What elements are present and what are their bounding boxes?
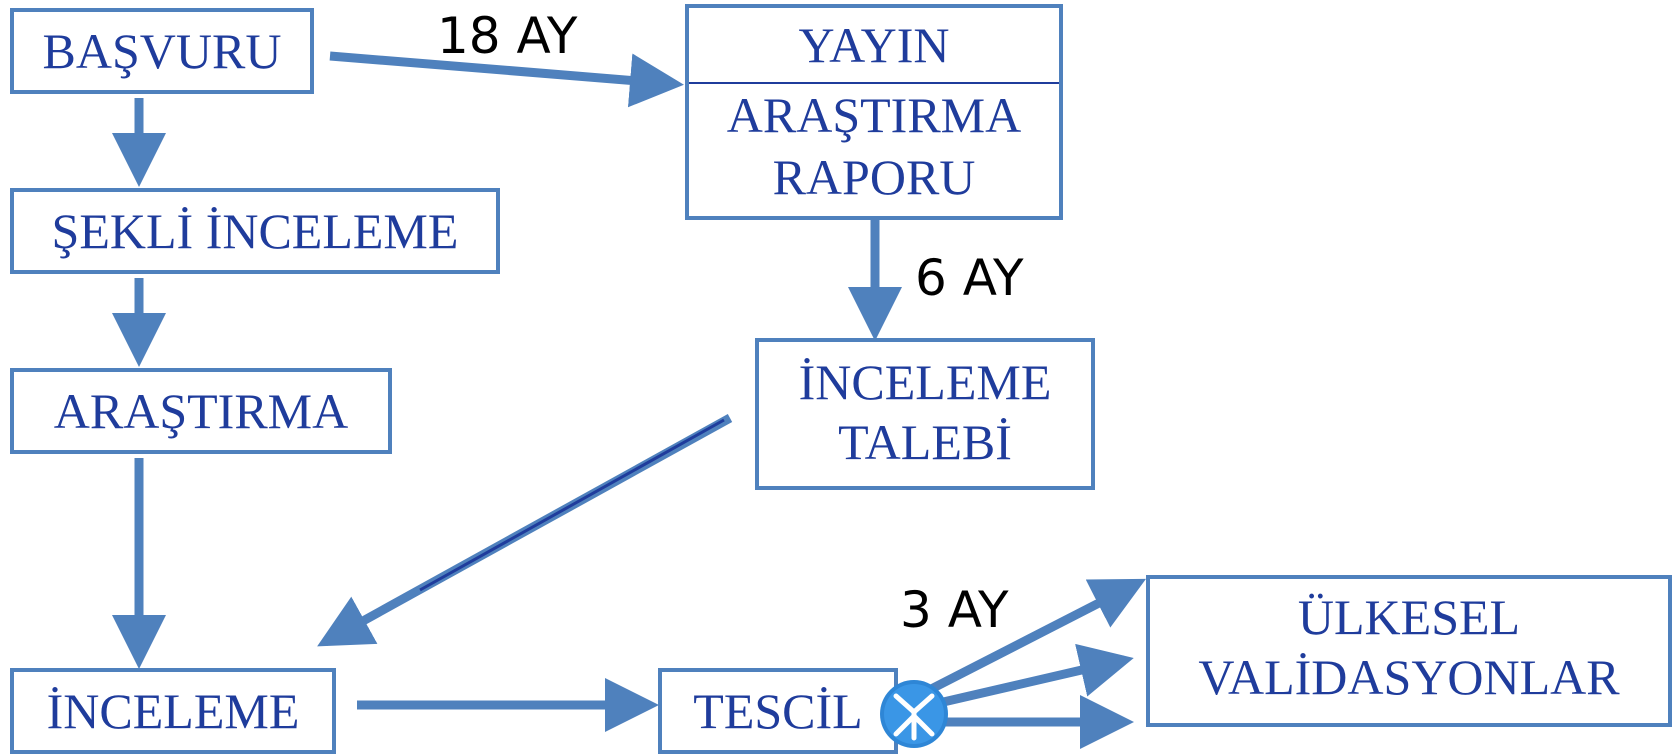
arastirma-box: ARAŞTIRMA — [10, 368, 392, 454]
inceleme-label: İNCELEME — [46, 683, 300, 739]
sekli-inceleme-box: ŞEKLİ İNCELEME — [10, 188, 500, 274]
arrow-tescil-to-validasyon-upper — [897, 578, 1147, 710]
arrow-basvuru-to-yayin — [329, 51, 684, 108]
sekli-inceleme-label: ŞEKLİ İNCELEME — [51, 203, 459, 259]
ulkesel-label: ÜLKESEL — [1297, 589, 1521, 645]
basvuru-box: BAŞVURU — [10, 8, 314, 94]
tescil-label: TESCİL — [693, 683, 863, 739]
network-hub-icon — [880, 680, 948, 748]
duration-18-ay: 18 AY — [437, 7, 578, 65]
inceleme-talebi-label-1: İNCELEME — [798, 354, 1052, 410]
ulkesel-validasyonlar-box: ÜLKESEL VALİDASYONLAR — [1146, 575, 1672, 727]
arrow-talep-to-inceleme-inner — [419, 418, 725, 592]
arastirma-raporu-label-2: RAPORU — [772, 149, 976, 205]
duration-6-ay: 6 AY — [915, 249, 1024, 307]
validasyonlar-label: VALİDASYONLAR — [1198, 649, 1620, 705]
inceleme-talebi-box: İNCELEME TALEBİ — [755, 338, 1095, 490]
arastirma-label: ARAŞTIRMA — [53, 383, 349, 439]
arastirma-raporu-label-1: ARAŞTIRMA — [726, 87, 1022, 143]
inceleme-talebi-label-2: TALEBİ — [838, 414, 1012, 470]
tescil-box: TESCİL — [658, 668, 898, 754]
duration-3-ay: 3 AY — [900, 581, 1009, 639]
yayin-arastirma-raporu-box: YAYIN ARAŞTIRMA RAPORU — [685, 4, 1063, 220]
inceleme-box: İNCELEME — [10, 668, 336, 754]
yayin-label: YAYIN — [689, 8, 1059, 84]
basvuru-label: BAŞVURU — [42, 23, 282, 79]
